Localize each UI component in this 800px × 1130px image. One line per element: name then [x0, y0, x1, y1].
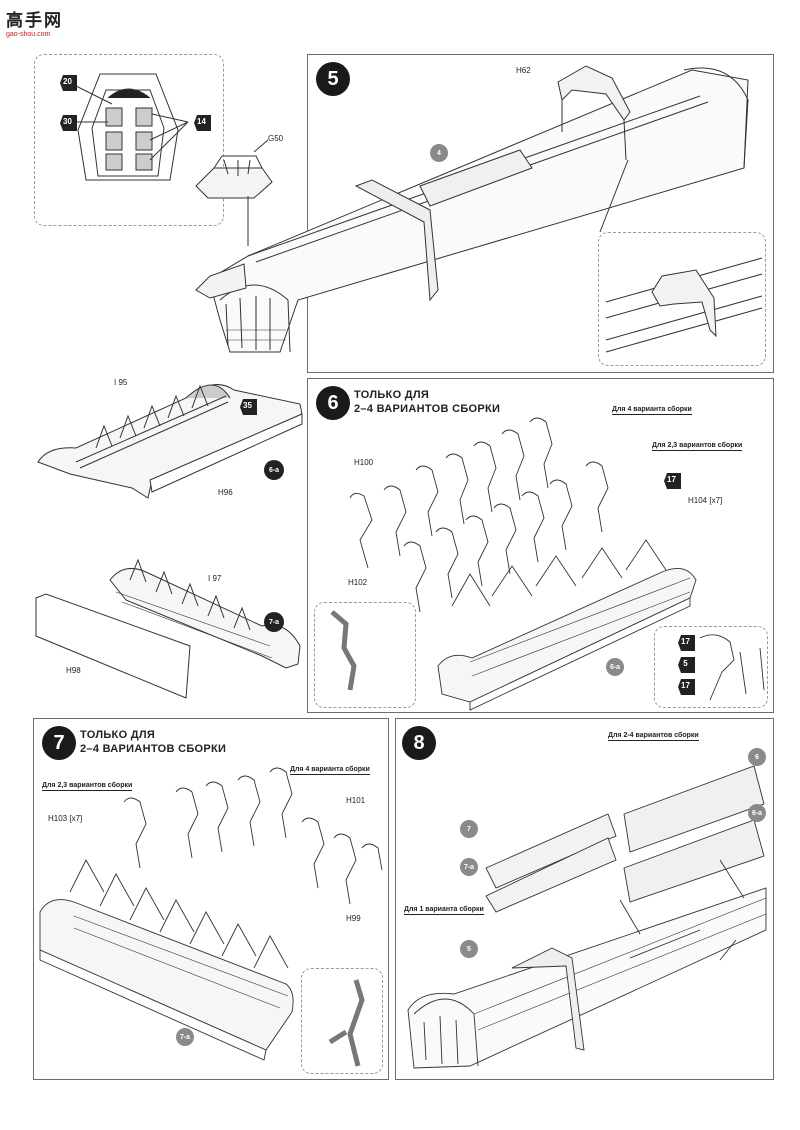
paint-marker-17: 17 [658, 472, 684, 490]
watermark-chars: 高手网 [6, 11, 63, 30]
label-h101: H101 [346, 796, 366, 805]
step6-variant23-label: Для 2,3 вариантов сборки [652, 442, 743, 451]
step7-number: 7 [42, 726, 76, 760]
label-h62: H62 [516, 66, 531, 75]
step6-variant4-label: Для 4 варианта сборки [612, 406, 692, 415]
step8-ref-6: 6 [748, 748, 766, 766]
step8-variant24-label: Для 2-4 вариантов сборки [608, 732, 699, 741]
g50-drawing [195, 139, 273, 199]
step7-title-line2: 2–4 ВАРИАНТОВ СБОРКИ [80, 743, 227, 755]
step7-ref-7a: 7-a [176, 1028, 194, 1046]
step7-seats-drawing [39, 767, 383, 1067]
step6-title-line1: ТОЛЬКО ДЛЯ [354, 389, 430, 401]
part-ref-4: 4 [430, 144, 448, 162]
rail-7a-drawing [35, 558, 301, 699]
ref-7a: 7-a [264, 612, 284, 632]
label-h98: H98 [66, 666, 81, 675]
paint-marker-35: 35 [234, 398, 260, 416]
label-i97: I 97 [208, 574, 222, 583]
paint-marker-30: 30 [54, 114, 80, 132]
fuselage-step5-drawing [195, 65, 749, 353]
paint-marker-14: 14 [188, 114, 214, 132]
step8-fuselage-drawing [407, 765, 767, 1069]
label-h96: H96 [218, 488, 233, 497]
step6-title-line2: 2–4 ВАРИАНТОВ СБОРКИ [354, 403, 501, 415]
paint-marker-20: 20 [54, 74, 80, 92]
step6-title: ТОЛЬКО ДЛЯ 2–4 ВАРИАНТОВ СБОРКИ [354, 388, 500, 416]
cockpit-detail-drawing [71, 73, 189, 181]
step6-detail-frame-left [314, 602, 416, 708]
step7-title: ТОЛЬКО ДЛЯ 2–4 ВАРИАНТОВ СБОРКИ [80, 728, 226, 756]
label-g50: G50 [268, 134, 284, 143]
step6-seats-drawing [330, 417, 765, 711]
label-h103: H103 [x7] [48, 814, 83, 823]
label-h100: H100 [354, 458, 374, 467]
step6-number: 6 [316, 386, 350, 420]
ref-6a: 6-a [264, 460, 284, 480]
label-h102: H102 [348, 578, 368, 587]
label-h99: H99 [346, 914, 361, 923]
watermark-logo: 高手网 gao-shou.com [6, 6, 63, 38]
rail-6a-drawing [37, 384, 303, 499]
step8-ref-6a: 6-a [748, 804, 766, 822]
step7-variant4-label: Для 4 варианта сборки [290, 766, 370, 775]
step8-variant1-label: Для 1 варианта сборки [404, 906, 484, 915]
step5-detail-drawing [605, 257, 763, 353]
step6-ref-6a: 6-a [606, 658, 624, 676]
step8-ref-7a: 7-a [460, 858, 478, 876]
label-h104: H104 [x7] [688, 496, 723, 505]
paint-marker-17-detail-2: 17 [672, 678, 698, 696]
step8-ref-5: 5 [460, 940, 478, 958]
step8-number: 8 [402, 726, 436, 760]
step5-number: 5 [316, 62, 350, 96]
step8-ref-7: 7 [460, 820, 478, 838]
paint-marker-17-detail: 17 [672, 634, 698, 652]
label-i95: I 95 [114, 378, 128, 387]
step7-detail-frame [301, 968, 383, 1074]
watermark-url: gao-shou.com [6, 31, 51, 38]
step7-title-line1: ТОЛЬКО ДЛЯ [80, 729, 156, 741]
step7-variant23-label: Для 2,3 вариантов сборки [42, 782, 133, 791]
step6-detail-frame-right [654, 626, 768, 708]
paint-marker-5-detail: 5 [672, 656, 698, 674]
